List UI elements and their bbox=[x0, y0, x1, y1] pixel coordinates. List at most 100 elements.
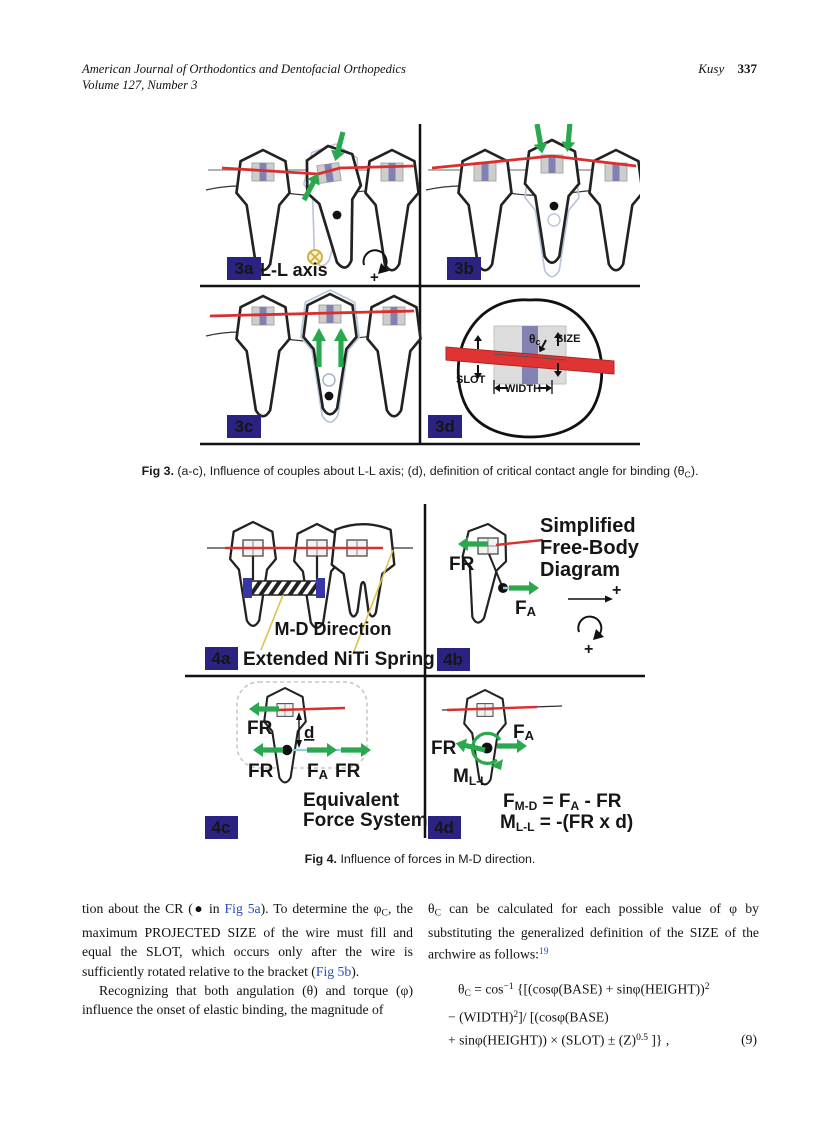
equation-mll: ML-L = -(FR x d) bbox=[500, 812, 633, 834]
niti-spring bbox=[250, 580, 318, 596]
panel-label-4b: 4b bbox=[437, 648, 470, 671]
cross-reference-link[interactable]: Fig 5a bbox=[224, 901, 261, 916]
panel-4c: FR d FR FA FR Equivalent Force System 4c bbox=[205, 681, 428, 839]
panel-4b: FR FA Simplified Free-Body Diagram + + 4… bbox=[437, 515, 640, 671]
panel-label-text: 3a bbox=[235, 259, 254, 278]
journal-header: American Journal of Orthodontics and Den… bbox=[82, 61, 406, 93]
archwire-line bbox=[209, 309, 415, 318]
bracket-icon bbox=[382, 306, 406, 326]
figure-4-image: M-D Direction 4a Extended NiTi Spring FR… bbox=[185, 504, 645, 839]
panel-label-4d: 4d bbox=[428, 816, 461, 839]
panel-label-3b: 3b bbox=[447, 257, 481, 280]
figure-3-image: L-L axis + 3a bbox=[200, 124, 640, 446]
cross-reference-link[interactable]: Fig 5b bbox=[315, 963, 352, 979]
panel-label-box bbox=[428, 415, 462, 438]
equation-number: (9) bbox=[741, 1032, 757, 1048]
equation-line: θC = cos−1 {[(cosφ(BASE) + sinφ(HEIGHT))… bbox=[458, 981, 710, 999]
panel-label-3c: 3c bbox=[227, 415, 261, 438]
journal-title: American Journal of Orthodontics and Den… bbox=[82, 62, 406, 76]
axis-cross bbox=[309, 251, 321, 263]
positive-rotation-arrow bbox=[577, 615, 603, 636]
size-label: SIZE bbox=[556, 333, 580, 345]
center-of-resistance-dot bbox=[332, 210, 342, 220]
panel-3d: θc SIZE SLOT WIDTH 3d bbox=[428, 298, 615, 439]
archwire-thick bbox=[445, 346, 615, 375]
spring-end-cap bbox=[243, 578, 252, 598]
callout-line bbox=[352, 549, 394, 655]
ghost-dot-ring bbox=[547, 213, 561, 227]
rotation-arrowhead bbox=[378, 263, 389, 274]
paragraph: tion about the CR (● in Fig 5a). To dete… bbox=[82, 901, 413, 979]
archwire-line bbox=[446, 705, 538, 712]
panel-label-3d: 3d bbox=[428, 415, 462, 438]
archwire-line bbox=[431, 154, 637, 170]
author-name: Kusy bbox=[698, 61, 725, 76]
simplified-label-1: Simplified bbox=[540, 515, 636, 537]
panel-label-box bbox=[437, 648, 470, 671]
fr-label: FR bbox=[335, 761, 361, 782]
panel-label-text: 4c bbox=[212, 818, 231, 837]
panel-label-box bbox=[428, 816, 461, 839]
center-of-resistance-dot bbox=[281, 744, 293, 756]
panel-label-box bbox=[447, 257, 481, 280]
m-ll-label: ML-L bbox=[453, 766, 487, 788]
simplified-label-3: Diagram bbox=[540, 559, 620, 581]
positive-rotation-arrowhead bbox=[593, 629, 604, 640]
panel-3b: 3b bbox=[425, 124, 640, 280]
simplified-label-2: Free-Body bbox=[540, 537, 640, 559]
panel-label-box bbox=[227, 257, 261, 280]
journal-volume: Volume 127, Number 3 bbox=[82, 78, 198, 92]
equation-fmd: FM-D = FA - FR bbox=[503, 791, 622, 813]
fr-label: FR bbox=[248, 761, 274, 782]
page-header-right: Kusy 337 bbox=[698, 61, 757, 77]
plus-sign: + bbox=[612, 582, 621, 599]
equivalent-label-1: Equivalent bbox=[303, 790, 400, 811]
rotation-arrow-icon bbox=[362, 249, 388, 270]
panel-4d: FR FA ML-L FM-D = FA - FR ML-L = -(FR x … bbox=[428, 688, 633, 839]
fa-label: FA bbox=[515, 598, 537, 619]
panel-label-text: 3c bbox=[235, 417, 254, 436]
fa-label: FA bbox=[307, 761, 329, 782]
positive-direction-arrowhead bbox=[605, 595, 613, 603]
extended-spring-label: Extended NiTi Spring bbox=[243, 649, 435, 670]
panel-3c: 3c bbox=[205, 289, 422, 438]
body-column-left: tion about the CR (● in Fig 5a). To dete… bbox=[82, 899, 413, 1019]
callout-line bbox=[260, 594, 284, 651]
panel-4a: M-D Direction 4a Extended NiTi Spring bbox=[205, 520, 435, 670]
fr-label: FR bbox=[449, 554, 475, 575]
panel-label-text: 4a bbox=[212, 649, 231, 668]
panel-label-box bbox=[205, 816, 238, 839]
panel-label-box bbox=[227, 415, 261, 438]
archwire-line bbox=[221, 164, 415, 176]
slot-edge-line bbox=[493, 353, 567, 361]
panel-3a: L-L axis + 3a bbox=[205, 130, 420, 286]
paragraph: Recognizing that both angulation (θ) and… bbox=[82, 982, 413, 1018]
archwire-line bbox=[276, 706, 346, 712]
panel-label-text: 4d bbox=[434, 818, 454, 837]
panel-label-text: 3d bbox=[435, 417, 455, 436]
d-label: d bbox=[304, 723, 314, 742]
body-column-right: θC can be calculated for each possible v… bbox=[428, 899, 759, 1051]
archwire-line bbox=[495, 538, 544, 547]
center-of-resistance-dot bbox=[549, 201, 559, 211]
figure-3-caption: Fig 3. (a-c), Influence of couples about… bbox=[141, 464, 699, 480]
d-dimension-arrowheads bbox=[296, 712, 302, 748]
theta-c-label: θc bbox=[529, 332, 541, 347]
slot-label: SLOT bbox=[456, 374, 486, 386]
equivalent-label-2: Force System bbox=[303, 810, 428, 831]
panel-label-3a: 3a bbox=[227, 257, 261, 280]
spring-end-cap bbox=[316, 578, 325, 598]
fa-force-arrow bbox=[307, 743, 337, 757]
panel-label-text: 3b bbox=[454, 259, 474, 278]
fr-label: FR bbox=[431, 738, 457, 759]
fr-label: FR bbox=[247, 718, 273, 739]
fa-label: FA bbox=[513, 722, 535, 743]
cross-reference-link[interactable]: 19 bbox=[538, 946, 549, 958]
panel-label-4c: 4c bbox=[205, 816, 238, 839]
figure-4-caption: Fig 4. Influence of forces in M-D direct… bbox=[304, 852, 536, 866]
equation-9: θC = cos−1 {[(cosφ(BASE) + sinφ(HEIGHT))… bbox=[428, 977, 759, 1051]
moment-arrowhead bbox=[491, 759, 503, 770]
center-of-resistance-dot bbox=[324, 391, 334, 401]
equation-line: + sinφ(HEIGHT)) × (SLOT) ± (Z)0.5 ]} , bbox=[448, 1032, 670, 1048]
